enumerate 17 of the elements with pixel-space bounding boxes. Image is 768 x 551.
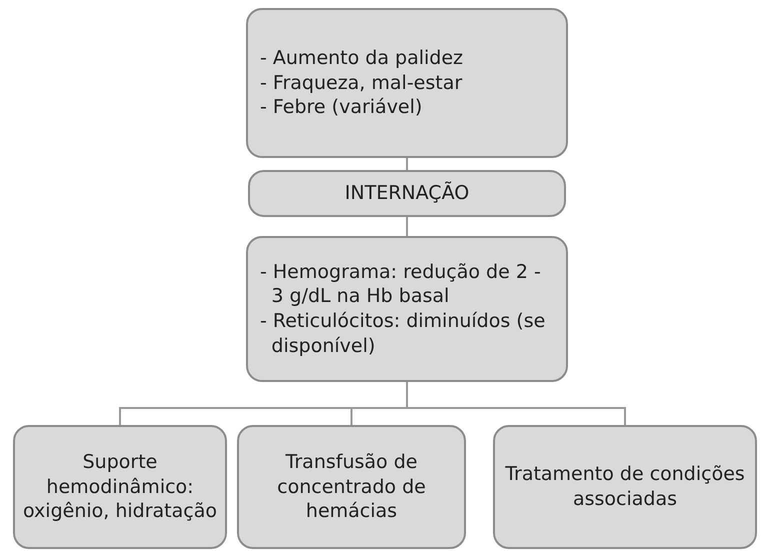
- process-box: [248, 170, 566, 217]
- box-text: - Hemograma: redução de 2 - 3 g/dL na Hb basal: [260, 260, 542, 309]
- process-box: [237, 425, 466, 549]
- box-text: Transfusão de concentrado de hemácias: [276, 450, 427, 524]
- box-text: - Aumento da palidez: [260, 46, 464, 71]
- box-text: - Fraqueza, mal-estar: [260, 70, 462, 96]
- process-box: [246, 236, 568, 382]
- box-text: - Reticulócitos: diminuídos (se disponível): [260, 309, 546, 358]
- box-text: Suporte hemodinâmico: oxigênio, hidratação: [23, 450, 217, 524]
- process-box: [493, 425, 757, 549]
- connector-line: [406, 217, 408, 236]
- connector-line: [406, 158, 408, 170]
- box-text: Tratamento de condições associadas: [504, 462, 746, 512]
- process-box: [13, 425, 227, 549]
- process-box: [246, 8, 568, 158]
- box-text: - Febre (variável): [260, 95, 422, 120]
- box-text: INTERNAÇÃO: [344, 181, 470, 206]
